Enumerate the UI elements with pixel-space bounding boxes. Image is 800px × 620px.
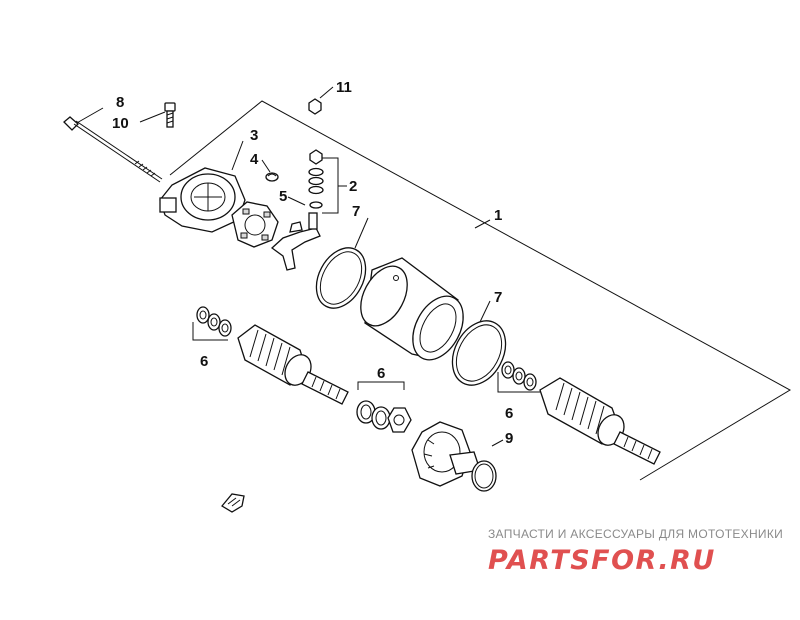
o-ring-drive-end (471, 460, 497, 492)
washer-set-left (196, 306, 232, 337)
callout-1: 1 (494, 207, 502, 224)
leader-lines (74, 86, 540, 447)
callout-3: 3 (250, 127, 258, 144)
front-end-housing (411, 421, 481, 487)
reference-mark-icon (221, 493, 245, 513)
callout-11: 11 (336, 79, 352, 96)
yoke-housing (360, 257, 464, 361)
brush-holder-plate (231, 201, 279, 248)
callout-6-middle: 6 (377, 365, 385, 382)
armature-right (539, 377, 661, 465)
callout-8: 8 (116, 94, 124, 111)
watermark-logo: PARTSFOR.RU (488, 545, 716, 576)
terminal-hardware-stack (308, 98, 324, 209)
callout-5: 5 (279, 188, 287, 205)
watermark-tagline: ЗАПЧАСТИ И АКСЕССУАРЫ ДЛЯ МОТОТЕХНИКИ (488, 527, 784, 541)
terminal-bracket (270, 212, 321, 271)
brush-spring-clip (265, 172, 279, 182)
o-ring-rear (451, 320, 507, 386)
callout-4: 4 (250, 151, 259, 168)
callout-6-left: 6 (200, 353, 208, 370)
washer-set-right (501, 361, 537, 391)
rear-end-cover (159, 167, 246, 233)
small-bolt (164, 102, 176, 128)
armature-left (237, 324, 349, 405)
o-ring-front (315, 247, 367, 309)
callout-7-rear: 7 (494, 289, 502, 306)
callout-7-front: 7 (352, 203, 360, 220)
callout-9: 9 (505, 430, 513, 447)
callout-10: 10 (112, 115, 129, 132)
assembly-bracket-outline (169, 100, 792, 481)
callout-6-right: 6 (505, 405, 513, 422)
callout-2: 2 (349, 178, 357, 195)
washer-set-middle (356, 400, 412, 433)
through-bolt (63, 116, 163, 183)
